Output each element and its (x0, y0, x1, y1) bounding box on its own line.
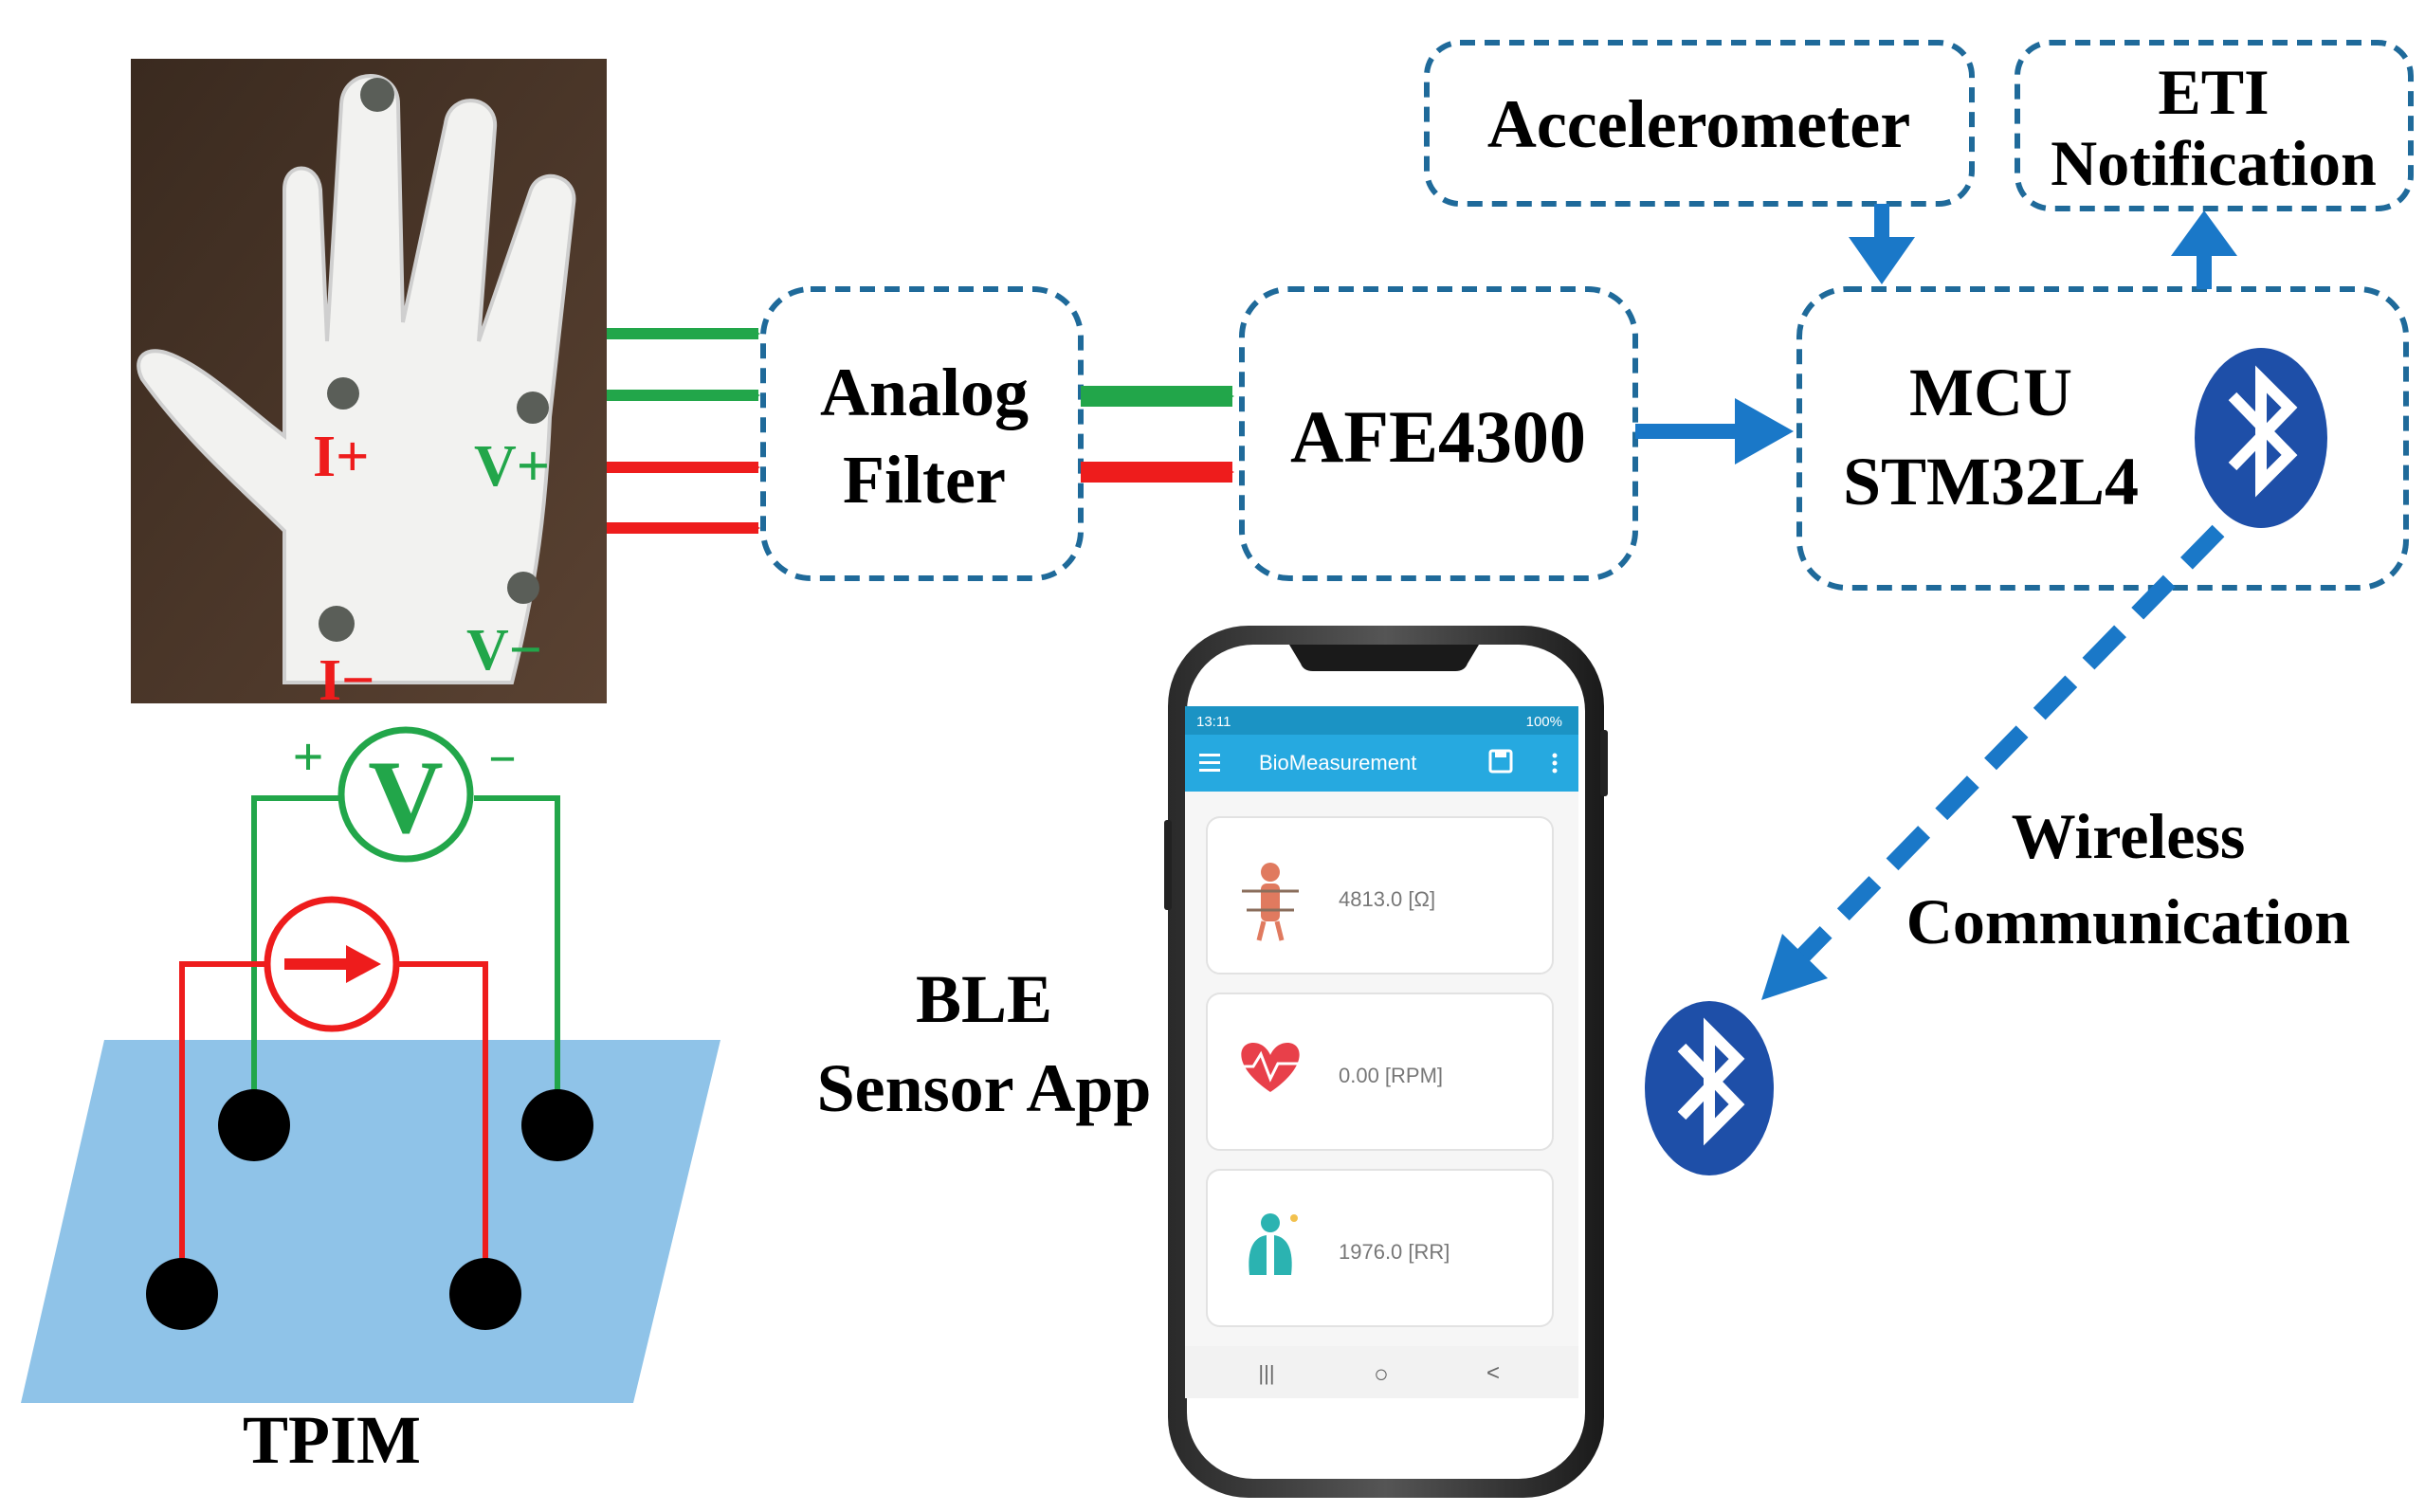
status-time: 13:11 (1196, 714, 1231, 730)
current-source (264, 896, 400, 1032)
electrode-i-plus (327, 377, 359, 410)
analog-filter-block: Analog Filter (760, 286, 1084, 581)
heart-rate-icon (1237, 1043, 1304, 1092)
measurement-card[interactable]: 1976.0 [RR] (1206, 1169, 1554, 1327)
eti-line2: Notification (2051, 127, 2377, 199)
electrode-v-minus (507, 572, 539, 604)
volt-plus-label: + (292, 726, 323, 788)
voltmeter: V (337, 726, 474, 863)
menu-icon[interactable] (1199, 754, 1220, 772)
save-icon[interactable] (1488, 749, 1513, 774)
back-button[interactable]: < (1486, 1360, 1500, 1386)
mcu-to-eti-arrow (2171, 210, 2237, 289)
tpim-plane (21, 1040, 720, 1403)
signal-arrows-mid (1081, 386, 1234, 483)
voltmeter-label: V (368, 739, 443, 855)
overflow-menu-icon[interactable] (1552, 753, 1558, 774)
electrode-v-plus (517, 392, 549, 424)
wireless-link (1761, 524, 2225, 1000)
ble-app-line1: BLE (916, 961, 1052, 1037)
rr-value: 1976.0 [RR] (1339, 1240, 1450, 1264)
tpim-electrode (521, 1089, 593, 1161)
ble-app-line2: Sensor App (817, 1050, 1152, 1126)
app-screen: 13:11 100% BioMeasurement (1185, 706, 1578, 1398)
glove-icon (137, 74, 576, 684)
afe4300-label: AFE4300 (1290, 395, 1586, 478)
eti-notification-block: ETI Notification (2015, 40, 2414, 211)
volt-minus-label: − (488, 733, 517, 787)
mcu-line1: MCU (1909, 355, 2072, 430)
recents-button[interactable]: ||| (1258, 1361, 1274, 1385)
tpim-label: TPIM (243, 1402, 421, 1478)
accelerometer-label: Accelerometer (1487, 86, 1910, 162)
label-v-minus: V− (466, 618, 542, 683)
bluetooth-icon (2195, 348, 2327, 528)
impedance-value: 4813.0 [Ω] (1339, 887, 1435, 911)
tpim-electrode (449, 1258, 521, 1330)
accel-to-mcu-arrow (1849, 204, 1915, 284)
status-battery: 100% (1526, 714, 1562, 730)
app-title: BioMeasurement (1259, 751, 1416, 774)
analog-filter-line1: Analog (820, 355, 1029, 430)
respiration-rate-value: 0.00 [RPM] (1339, 1064, 1443, 1087)
wireless-line2: Communication (1906, 885, 2350, 957)
home-button[interactable]: ○ (1374, 1359, 1389, 1388)
glove-photo: I+ V+ V− I− (131, 59, 607, 713)
eti-line1: ETI (2158, 56, 2269, 128)
label-i-minus: I− (319, 648, 374, 713)
body-network-icon (1242, 863, 1299, 941)
mcu-block: MCU STM32L4 (1796, 286, 2409, 591)
label-i-plus: I+ (313, 425, 369, 489)
accelerometer-block: Accelerometer (1424, 40, 1975, 207)
electrode-i-minus (319, 606, 355, 642)
wireless-line1: Wireless (2012, 800, 2246, 872)
tpim-electrode (218, 1089, 290, 1161)
bluetooth-icon (1645, 1001, 1774, 1175)
electrode-tip (360, 78, 394, 112)
signal-arrows-in (607, 328, 760, 534)
analog-filter-line2: Filter (843, 442, 1006, 518)
tpim-electrode (146, 1258, 218, 1330)
label-v-plus: V+ (474, 434, 550, 499)
afe4300-block: AFE4300 (1239, 286, 1638, 581)
mcu-line2: STM32L4 (1843, 444, 2139, 519)
measurement-card[interactable]: 0.00 [RPM] (1206, 993, 1554, 1151)
smartphone: 13:11 100% BioMeasurement (1164, 626, 1608, 1498)
measurement-circuit: V + − TPIM (21, 726, 720, 1478)
afe-to-mcu-arrow (1635, 398, 1794, 465)
measurement-card[interactable]: 4813.0 [Ω] (1206, 816, 1554, 975)
lungs-icon (1249, 1213, 1298, 1275)
